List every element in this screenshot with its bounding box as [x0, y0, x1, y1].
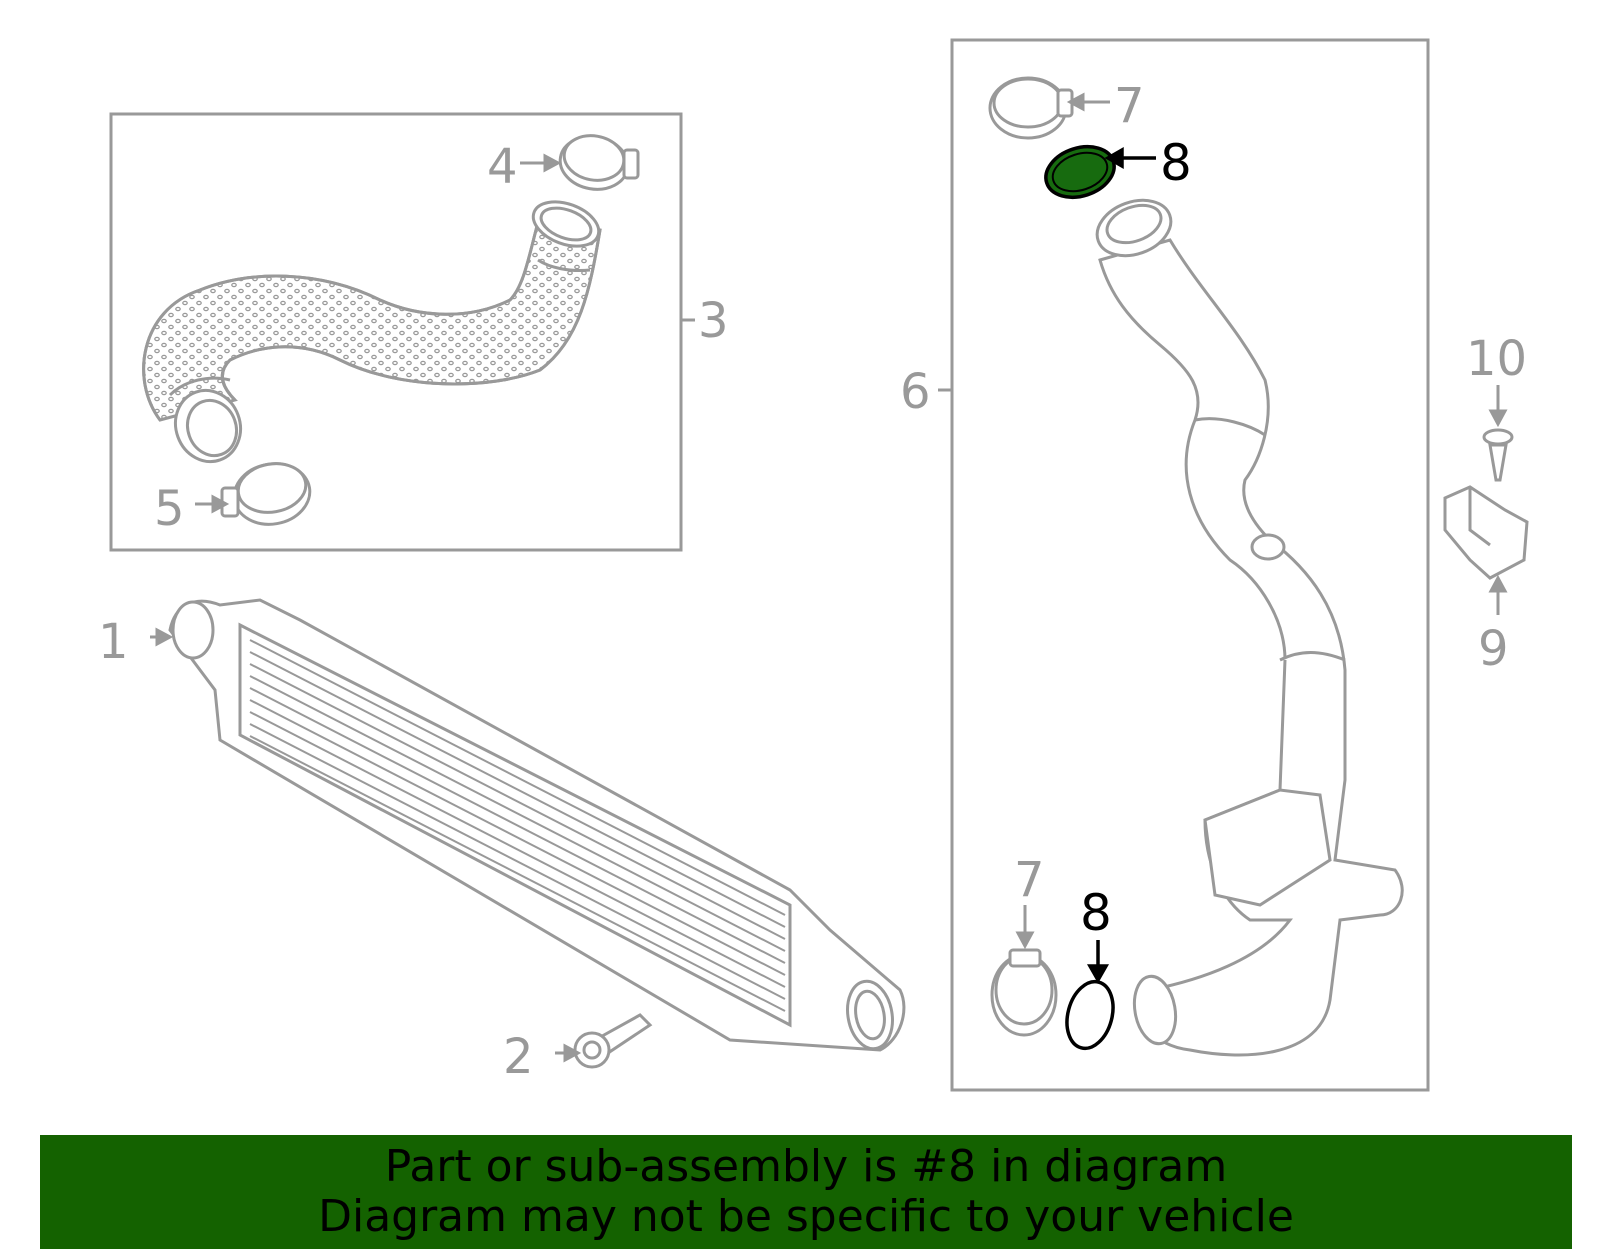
callout-7-bottom: 7	[1014, 852, 1045, 908]
banner-line-1: Part or sub-assembly is #8 in diagram	[384, 1141, 1228, 1192]
intercooler-hose	[142, 200, 602, 464]
hose-clamp-4	[558, 134, 640, 191]
bracket-9	[1443, 485, 1529, 580]
callout-7-top: 7	[1114, 78, 1145, 134]
callout-8-top: 8	[1160, 134, 1192, 192]
leader-lines	[150, 92, 1508, 1063]
callout-9: 9	[1478, 621, 1509, 677]
seal-8-highlighted	[1044, 144, 1116, 200]
banner-line-2: Diagram may not be specific to your vehi…	[318, 1191, 1294, 1242]
assembly-6-box	[950, 38, 1430, 1092]
info-banner: Part or sub-assembly is #8 in diagram Di…	[40, 1135, 1572, 1249]
leader-lines-highlight	[1086, 146, 1156, 984]
callout-10: 10	[1466, 331, 1527, 387]
seal-8-bottom	[1065, 979, 1115, 1051]
assembly-3-box	[109, 112, 683, 552]
callout-8-bottom: 8	[1080, 884, 1112, 942]
intercooler	[168, 598, 906, 1052]
hose-clamp-7-top	[988, 76, 1074, 140]
callout-3: 3	[698, 293, 729, 349]
callout-5: 5	[154, 481, 185, 537]
callout-2: 2	[503, 1029, 534, 1085]
hose-clamp-5	[220, 462, 312, 526]
callout-1: 1	[98, 614, 129, 670]
bolt-10	[1482, 428, 1514, 482]
callout-6: 6	[900, 364, 931, 420]
bolt-2	[573, 1013, 653, 1069]
callout-4: 4	[487, 139, 518, 195]
hose-clamp-7-bottom	[990, 948, 1058, 1037]
intercooler-pipe	[1095, 198, 1404, 1057]
